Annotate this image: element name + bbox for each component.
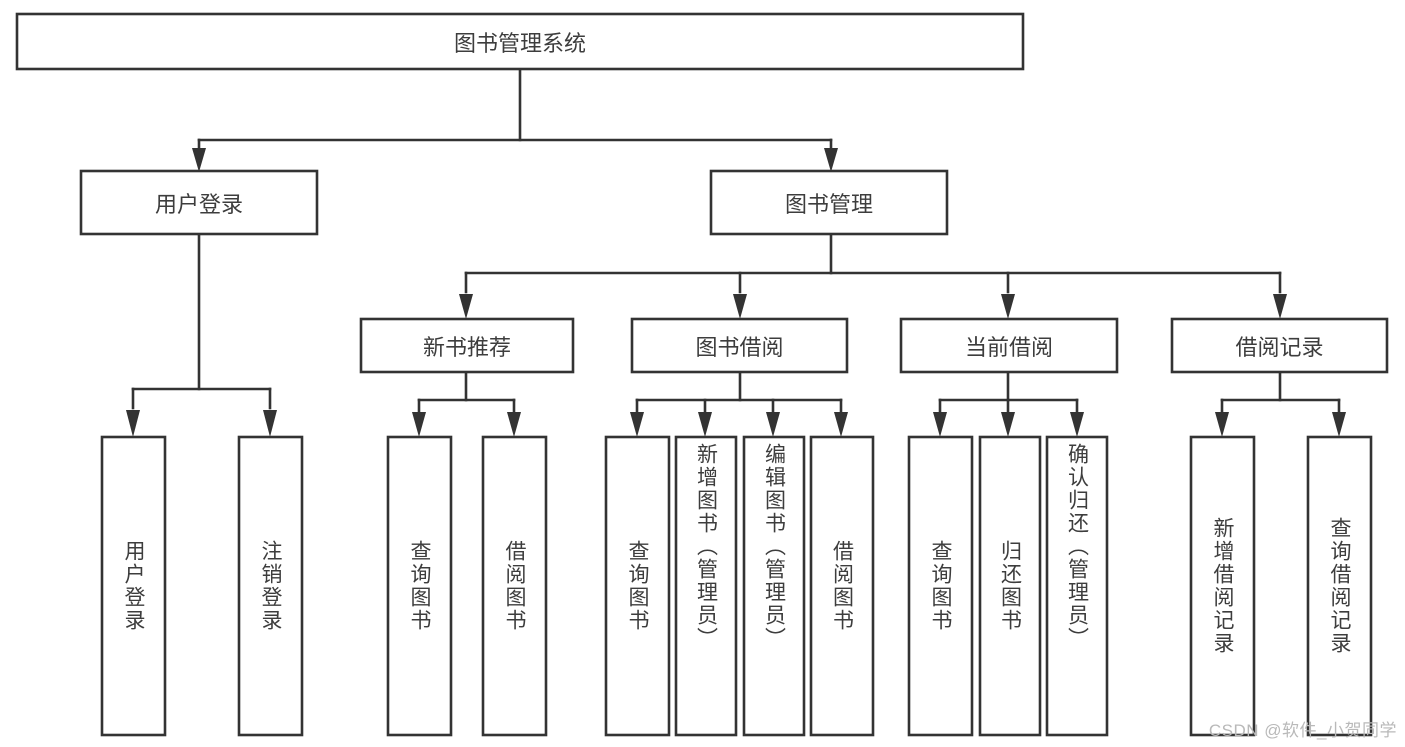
- node-leaf-edit-book[interactable]: [742, 435, 806, 737]
- node-book-borrow[interactable]: [630, 317, 849, 374]
- node-leaf-confirm-return[interactable]: [1045, 435, 1109, 737]
- node-leaf-add-record[interactable]: [1189, 435, 1256, 737]
- connector-new-book-recommend-to-leaves: [412, 370, 521, 437]
- node-leaf-borrow-book-2[interactable]: [809, 435, 875, 737]
- node-leaf-logout-login[interactable]: [237, 435, 304, 737]
- node-leaf-user-login[interactable]: [100, 435, 167, 737]
- connector-book-borrow-to-leaves: [630, 370, 848, 437]
- node-leaf-query-book-3[interactable]: [907, 435, 974, 737]
- connector-borrow-record-to-leaves: [1215, 370, 1346, 437]
- node-current-borrow[interactable]: [899, 317, 1119, 374]
- connector-root-to-level1: [192, 67, 838, 172]
- node-book-management[interactable]: [709, 169, 949, 236]
- node-leaf-query-book-2[interactable]: [604, 435, 671, 737]
- node-leaf-return-book[interactable]: [978, 435, 1042, 737]
- node-root[interactable]: [15, 12, 1025, 71]
- node-borrow-record[interactable]: [1170, 317, 1389, 374]
- connector-user-login-to-leaves: [126, 232, 277, 437]
- node-new-book-recommend[interactable]: [359, 317, 575, 374]
- node-leaf-query-book-1[interactable]: [386, 435, 453, 737]
- node-leaf-add-book[interactable]: [674, 435, 738, 737]
- node-leaf-query-record[interactable]: [1306, 435, 1373, 737]
- node-leaf-borrow-book-1[interactable]: [481, 435, 548, 737]
- connector-current-borrow-to-leaves: [933, 370, 1084, 437]
- node-user-login[interactable]: [79, 169, 319, 236]
- connector-book-management-to-level2: [459, 232, 1287, 319]
